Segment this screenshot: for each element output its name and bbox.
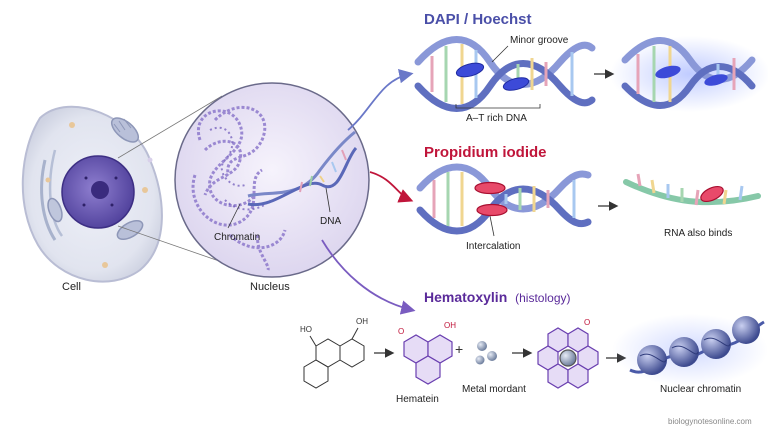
nucleus-label: Nucleus	[250, 281, 290, 293]
rna-strand	[623, 173, 761, 206]
nuclear-chromatin-label: Nuclear chromatin	[660, 384, 741, 395]
oh-label-1: HO	[300, 325, 312, 334]
rna-label: RNA also binds	[664, 228, 732, 239]
hematoxylin-title-main: Hematoxylin	[424, 289, 507, 305]
watermark: biologynotesonline.com	[668, 417, 752, 426]
minor-groove-label: Minor groove	[510, 35, 569, 46]
chromatin-label: Chromatin	[214, 232, 260, 243]
dapi-title: DAPI / Hoechst	[424, 11, 532, 28]
dapi-helix	[414, 36, 596, 112]
cell-label: Cell	[62, 281, 81, 293]
at-rich-label: A–T rich DNA	[466, 113, 527, 124]
pi-helix	[416, 163, 592, 235]
arrow-to-dapi	[347, 69, 414, 131]
hematoxylin-title: Hematoxylin (histology)	[424, 289, 571, 305]
dna-label: DNA	[320, 216, 341, 227]
nucleus-zoom: Chromatin DNA	[174, 82, 370, 278]
intercalation-label: Intercalation	[466, 241, 520, 252]
metal-mordant-label: Metal mordant	[462, 384, 526, 395]
pi-title: Propidium iodide	[424, 144, 547, 161]
o-label-1: O	[398, 327, 404, 336]
nuclear-chromatin-beads	[612, 314, 768, 386]
hematein-label: Hematein	[396, 394, 439, 405]
plus-sign: +	[455, 341, 463, 357]
oh-label-2: OH	[356, 317, 368, 326]
arrow-to-pi	[369, 171, 414, 203]
hematein-molecule	[403, 334, 453, 385]
arrow-to-hematoxylin	[321, 239, 416, 315]
cell-illustration	[21, 105, 163, 283]
hematoxylin-title-suffix: (histology)	[515, 291, 570, 305]
zoom-line-bottom	[117, 225, 223, 263]
oh-label-3: OH	[444, 321, 456, 330]
metal-mordant-ions	[475, 341, 497, 365]
dapi-fluorescent-helix	[610, 36, 768, 112]
hematein-metal-complex	[537, 327, 599, 389]
hematoxylin-molecule	[303, 327, 365, 389]
o-label-2: O	[584, 318, 590, 327]
zoom-line-top	[117, 95, 223, 159]
